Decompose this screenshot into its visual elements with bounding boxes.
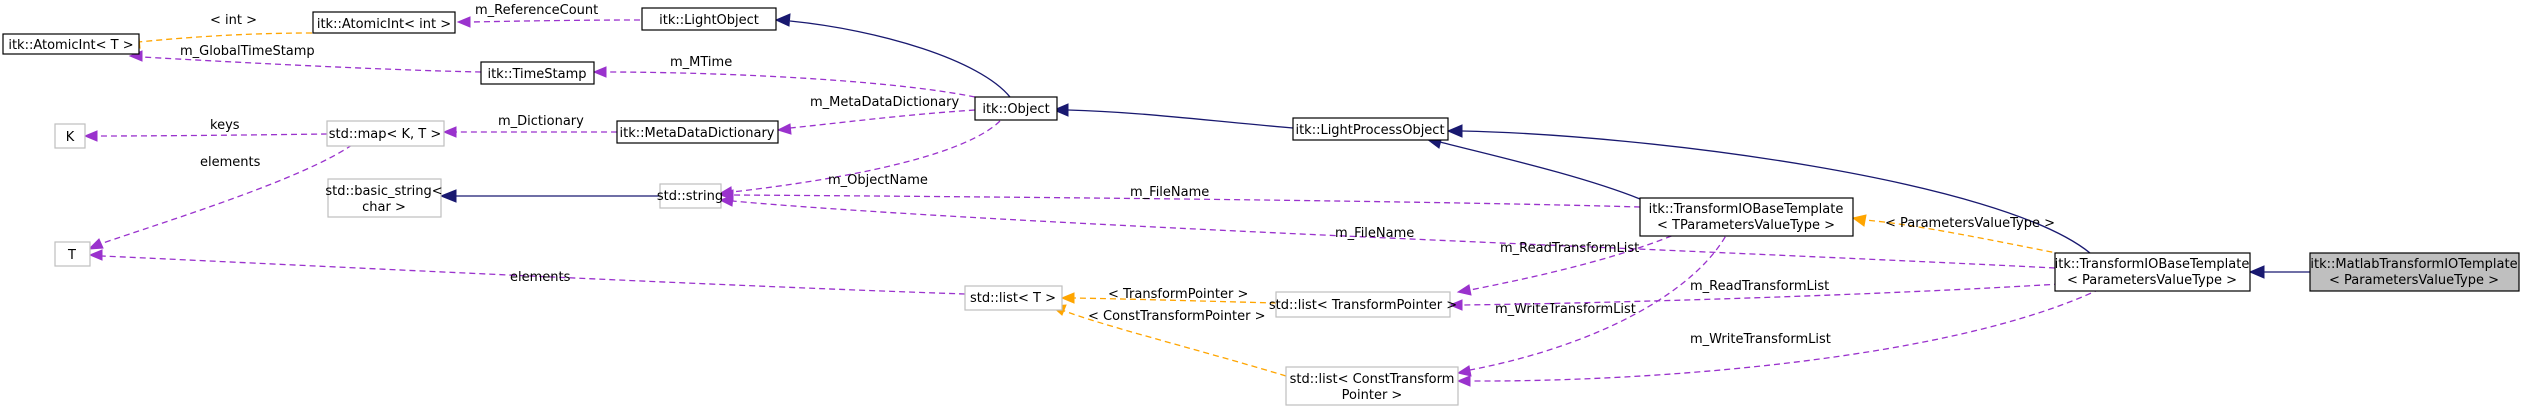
edge-label-m-globaltimestamp: m_GlobalTimeStamp [180,44,315,59]
edge-keys: keys [83,118,328,142]
node-t[interactable]: T [54,241,91,267]
edge-m-referencecount: m_ReferenceCount [456,3,641,28]
edge-m-globaltimestamp: m_GlobalTimeStamp [128,44,482,73]
edge-matlab-inherits-tiobase-params [2248,265,2310,279]
edge-m-metadatadictionary: m_MetaDataDictionary [776,95,976,135]
node-atomicint-t-label: itk::AtomicInt< T > [8,38,133,53]
node-object[interactable]: itk::Object [974,96,1058,121]
edge-elements-map: elements [87,144,353,250]
node-std-list-transformpointer[interactable]: std::list< TransformPointer > [1269,291,1457,318]
node-k[interactable]: K [54,123,86,149]
node-tiobase-tparams[interactable]: itk::TransformIOBaseTemplate < TParamete… [1639,197,1854,237]
node-matlab-transformio[interactable]: itk::MatlabTransformIOTemplate < Paramet… [2309,252,2520,292]
node-atomicint-t[interactable]: itk::AtomicInt< T > [2,33,140,55]
node-object-label: itk::Object [982,102,1049,117]
node-std-list-transformpointer-label: std::list< TransformPointer > [1269,298,1457,313]
node-atomicint-int[interactable]: itk::AtomicInt< int > [312,11,456,34]
edge-label-m-metadatadictionary: m_MetaDataDictionary [810,95,959,110]
edge-label-params-template: < ParametersValueType > [1885,216,2055,231]
edge-m-filename-1: m_FileName [719,185,1641,208]
node-atomicint-int-label: itk::AtomicInt< int > [317,17,451,32]
node-std-string[interactable]: std::string [657,183,723,209]
edge-m-readtransformlist-1: m_ReadTransformList [1456,227,1691,296]
node-tiobase-params[interactable]: itk::TransformIOBaseTemplate < Parameter… [2054,252,2251,292]
edge-label-m-referencecount: m_ReferenceCount [475,3,598,18]
node-metadatadictionary-label: itk::MetaDataDictionary [620,126,775,141]
node-tiobase-params-line1: itk::TransformIOBaseTemplate [2055,257,2250,272]
node-tiobase-tparams-line2: < TParametersValueType > [1657,218,1835,233]
edge-label-m-readtransformlist-2: m_ReadTransformList [1690,279,1829,294]
edge-label-elements-map: elements [200,155,261,170]
edge-m-mtime: m_MTime [592,55,976,98]
edge-label-m-filename-1: m_FileName [1130,185,1209,200]
node-lightobject[interactable]: itk::LightObject [641,7,777,31]
edge-m-writetransformlist-2: m_WriteTransformList [1456,288,2101,387]
node-basic-string[interactable]: std::basic_string< char > [325,178,443,218]
edge-label-m-mtime: m_MTime [670,55,732,70]
node-std-map[interactable]: std::map< K, T > [326,120,445,147]
edge-tiobase-template: < ParametersValueType > [1851,214,2073,257]
edge-object-inherits-lightobject [774,13,1011,98]
node-timestamp-label: itk::TimeStamp [487,67,586,82]
edge-label-m-readtransformlist-1: m_ReadTransformList [1500,241,1639,256]
node-tiobase-tparams-line1: itk::TransformIOBaseTemplate [1649,202,1844,217]
edge-label-m-filename-2: m_FileName [1335,226,1414,241]
node-metadatadictionary[interactable]: itk::MetaDataDictionary [616,120,779,144]
node-k-label: K [66,130,75,145]
node-lightprocessobject-label: itk::LightProcessObject [1295,123,1444,138]
node-matlab-transformio-line1: itk::MatlabTransformIOTemplate [2310,257,2517,272]
node-std-string-label: std::string [657,189,723,204]
node-std-map-label: std::map< K, T > [329,127,442,142]
edge-m-dictionary: m_Dictionary [442,114,617,138]
edge-m-readtransformlist-2: m_ReadTransformList [1448,279,2061,311]
edge-lightprocessobject-inherits-object [1052,103,1294,129]
node-tiobase-params-line2: < ParametersValueType > [2067,273,2237,288]
edge-tiobase-tparams-inherits-lightprocessobject [1425,135,1641,200]
edge-label-m-dictionary: m_Dictionary [498,114,584,129]
edge-label-consttransformpointer-template: < ConstTransformPointer > [1088,309,1265,324]
node-matlab-transformio-line2: < ParametersValueType > [2329,273,2499,288]
node-lightprocessobject[interactable]: itk::LightProcessObject [1292,117,1449,141]
edge-label-elements-list: elements [510,270,571,285]
node-basic-string-line1: std::basic_string< [325,184,442,199]
edge-label-int-template: < int > [210,13,257,28]
edge-label-transformpointer-template: < TransformPointer > [1108,287,1248,302]
edge-list-transformpointer-template: < TransformPointer > [1060,287,1277,304]
node-std-list-consttransformpointer-line1: std::list< ConstTransform [1290,372,1455,387]
node-std-list-t[interactable]: std::list< T > [964,285,1063,311]
edge-string-inherits-basic-string [439,189,660,203]
edge-atomicint-template: < int > [125,13,313,49]
node-std-list-consttransformpointer[interactable]: std::list< ConstTransform Pointer > [1285,366,1459,406]
edge-label-keys: keys [210,118,240,133]
edge-tiobase-params-inherits-lightprocessobject [1446,124,2091,254]
node-t-label: T [67,248,76,263]
node-std-list-t-label: std::list< T > [970,291,1056,306]
edge-m-writetransformlist-1: m_WriteTransformList [1456,227,1731,377]
edge-label-m-objectname: m_ObjectName [828,173,928,188]
edge-label-m-writetransformlist-1: m_WriteTransformList [1495,302,1636,317]
node-lightobject-label: itk::LightObject [659,13,759,28]
edge-label-m-writetransformlist-2: m_WriteTransformList [1690,332,1831,347]
node-timestamp[interactable]: itk::TimeStamp [480,61,595,85]
node-basic-string-line2: char > [362,200,406,215]
node-std-list-consttransformpointer-line2: Pointer > [1342,388,1403,403]
edge-m-filename-2: m_FileName [718,195,2056,269]
edge-elements-list: elements [88,249,966,295]
edge-list-consttransformpointer-template: < ConstTransformPointer > [1050,304,1287,377]
